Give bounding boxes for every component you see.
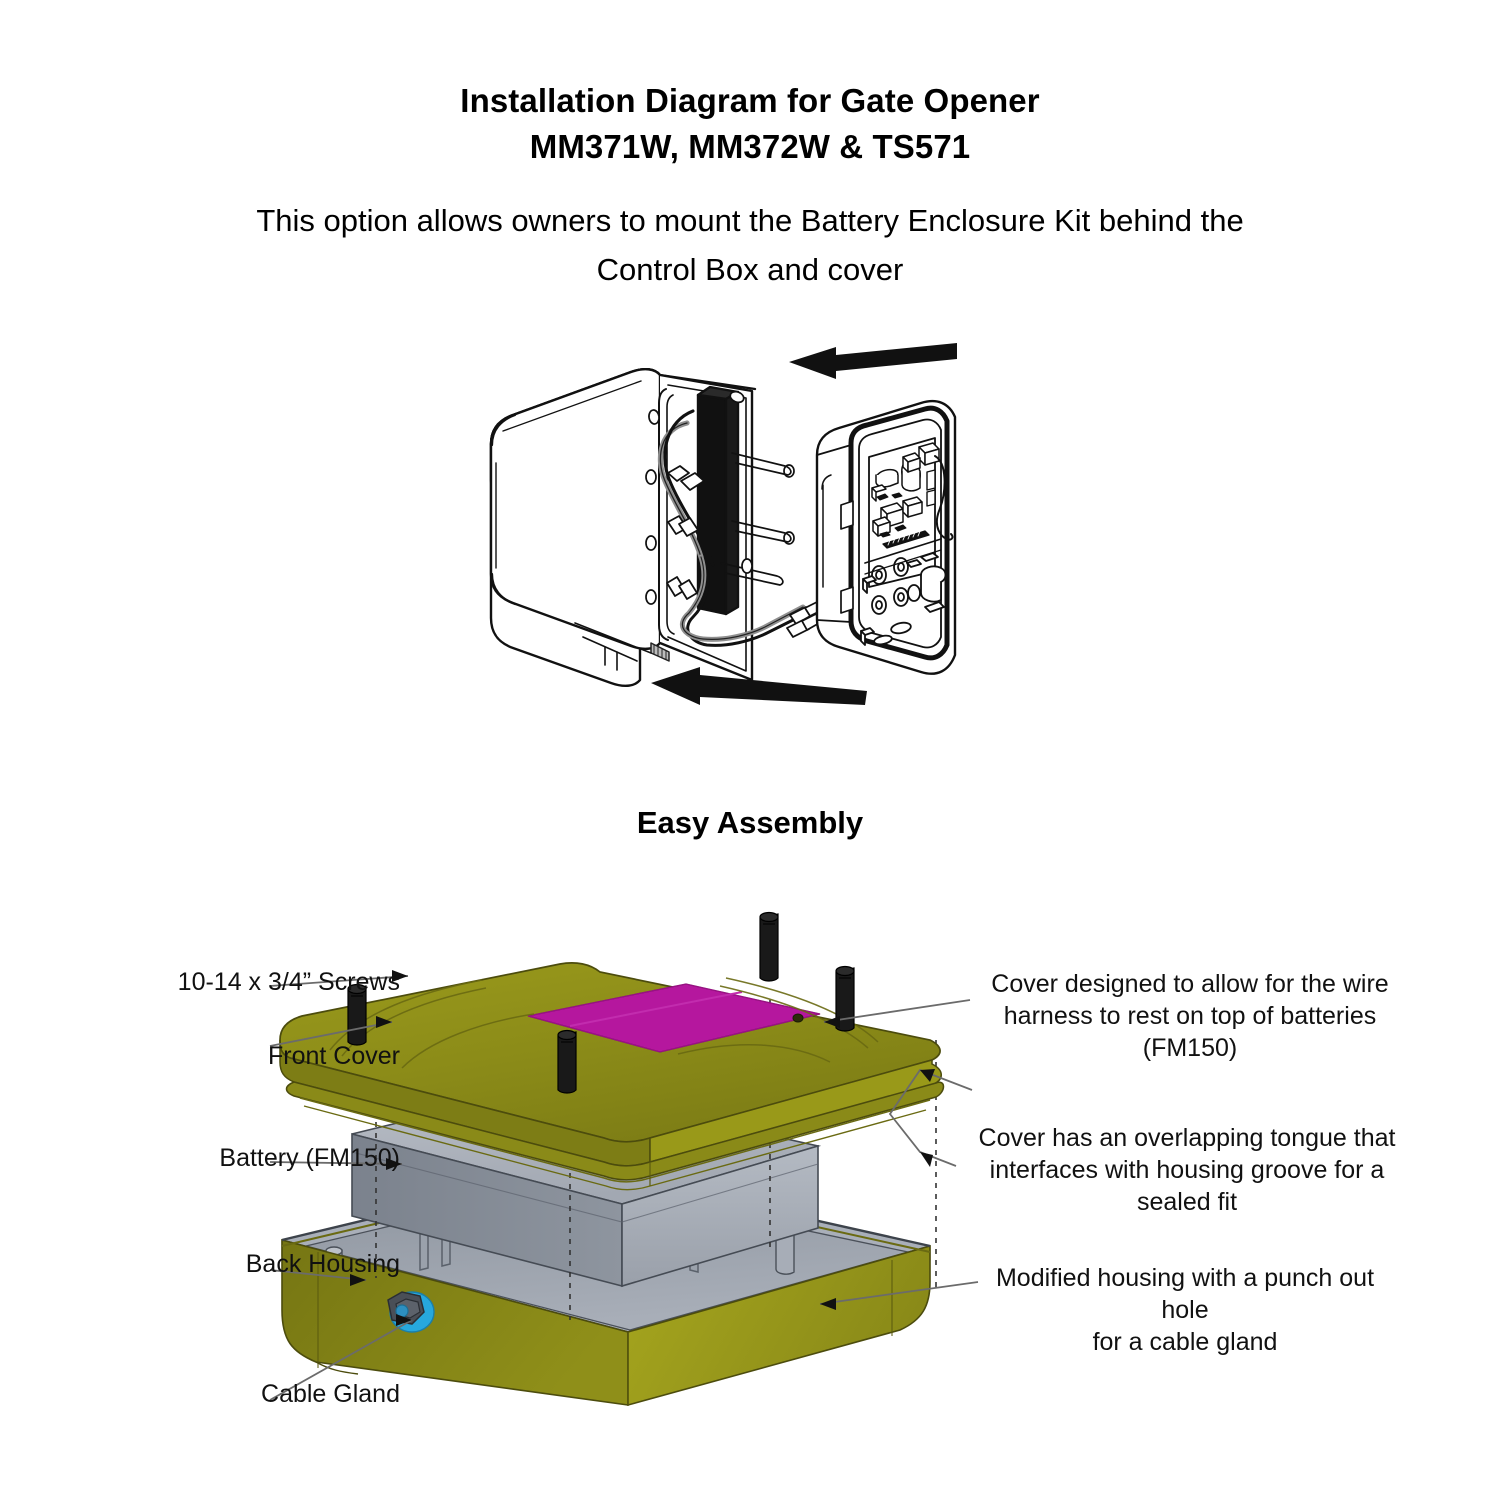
callout-cover-wire-harness: Cover designed to allow for the wire har… xyxy=(991,970,1389,1062)
callout-back-housing: Back Housing xyxy=(245,1250,400,1278)
callout-cable-gland: Cable Gland xyxy=(261,1380,400,1408)
callout-front-cover: Front Cover xyxy=(268,1042,400,1070)
page-subtitle: This option allows owners to mount the B… xyxy=(170,196,1330,294)
assembly-arrows xyxy=(651,343,957,705)
control-box-figure xyxy=(455,325,1115,775)
cover-vent-hole xyxy=(792,1013,804,1023)
callout-screws: 10-14 x 3/4” Screws xyxy=(177,968,400,996)
screw xyxy=(835,965,855,1032)
front-cover-part xyxy=(279,962,945,1191)
subtitle-line-2: Control Box and cover xyxy=(596,252,904,287)
callout-cover-tongue: Cover has an overlapping tongue that int… xyxy=(978,1124,1396,1216)
subtitle-line-1: This option allows owners to mount the B… xyxy=(256,203,1244,238)
page-title: Installation Diagram for Gate Opener MM3… xyxy=(0,78,1500,170)
leader-arrowheads xyxy=(350,970,935,1326)
title-line-1: Installation Diagram for Gate Opener xyxy=(460,82,1040,119)
title-line-2: MM371W, MM372W & TS571 xyxy=(529,128,971,165)
callout-punch-out-hole: Modified housing with a punch out hole f… xyxy=(995,1264,1375,1356)
screw xyxy=(557,1029,577,1094)
screw-set xyxy=(347,911,855,1094)
battery-enclosure-figure xyxy=(130,900,1430,1460)
section-heading-easy-assembly: Easy Assembly xyxy=(636,805,864,840)
screw xyxy=(759,911,779,982)
callout-battery: Battery (FM150) xyxy=(219,1144,400,1172)
